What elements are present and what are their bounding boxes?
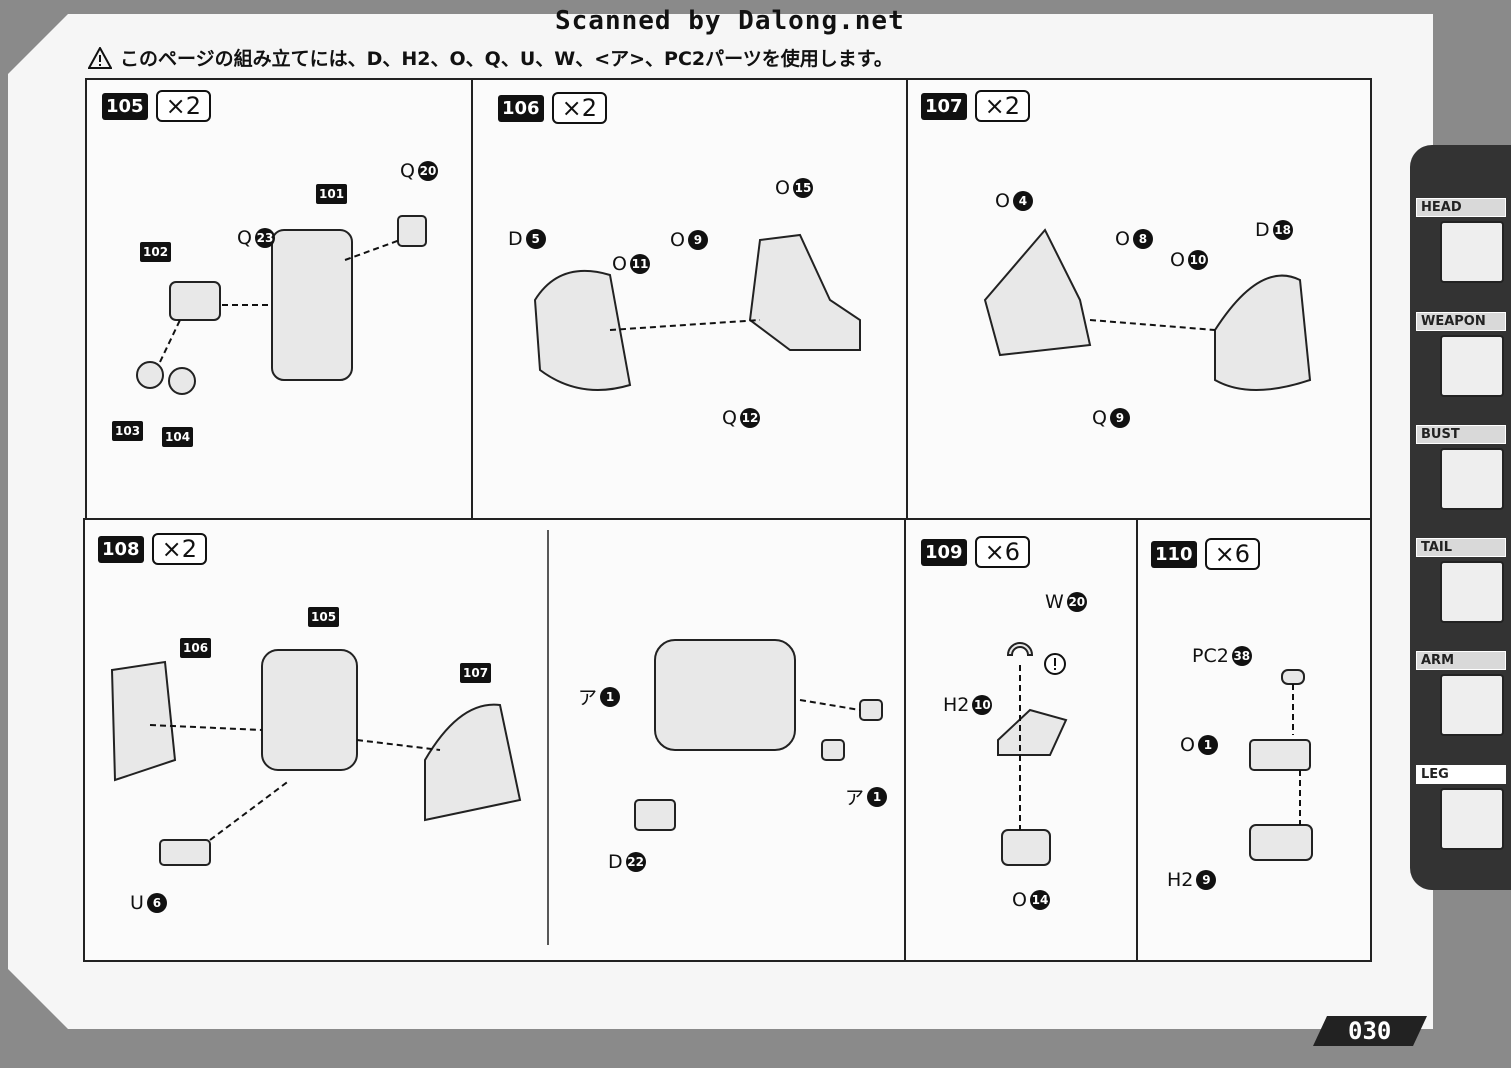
- small-part: [634, 799, 676, 831]
- multiplier-badge: ×6: [1204, 538, 1260, 570]
- sidebar-item-label: WEAPON: [1416, 312, 1506, 331]
- step-108-header: 108 ×2: [98, 533, 207, 565]
- claw-part: [997, 708, 1068, 756]
- step-number: 110: [1151, 540, 1197, 568]
- multiplier-badge: ×6: [974, 536, 1030, 568]
- subassembly-tag: 102: [140, 242, 172, 262]
- scan-credit: Scanned by Dalong.net: [555, 6, 905, 36]
- sidebar-item-label: BUST: [1416, 425, 1506, 444]
- armor-part: [110, 660, 177, 782]
- parts-warning: このページの組み立てには、D、H2、O、Q、U、W、<ア>、PC2パーツを使用し…: [88, 44, 893, 71]
- cap-part: [1281, 669, 1305, 685]
- sidebar-item-leg[interactable]: LEG: [1416, 765, 1506, 850]
- arm-icon: [1440, 674, 1504, 736]
- subassembly-tag: 105: [308, 607, 340, 627]
- warning-icon: [88, 46, 112, 69]
- head-icon: [1440, 221, 1504, 283]
- subassembly-tag: 106: [180, 638, 212, 658]
- sidebar-item-arm[interactable]: ARM: [1416, 651, 1506, 736]
- tail-icon: [1440, 561, 1504, 623]
- sidebar-item-head[interactable]: HEAD: [1416, 198, 1506, 283]
- cylinder-part: [821, 739, 845, 761]
- armor-part: [424, 703, 522, 822]
- sidebar-item-label: LEG: [1416, 765, 1506, 784]
- sidebar-item-tail[interactable]: TAIL: [1416, 538, 1506, 623]
- multiplier-badge: ×2: [155, 90, 211, 122]
- step-107-header: 107 ×2: [921, 90, 1030, 122]
- multiplier-badge: ×2: [551, 92, 607, 124]
- armor-part: [533, 269, 632, 391]
- subassembly-tag: 107: [460, 663, 492, 683]
- multiplier-badge: ×2: [151, 533, 207, 565]
- warning-text: このページの組み立てには、D、H2、O、Q、U、W、<ア>、PC2パーツを使用し…: [120, 48, 893, 70]
- sidebar-item-label: HEAD: [1416, 198, 1506, 217]
- step-number: 109: [921, 538, 967, 566]
- plate-part: [1249, 824, 1313, 861]
- multiplier-badge: ×2: [974, 90, 1030, 122]
- leg-assembly: [654, 639, 796, 751]
- cap-part: [397, 215, 427, 247]
- caution-icon: [1044, 653, 1066, 675]
- sidebar-item-bust[interactable]: BUST: [1416, 425, 1506, 510]
- sidebar-item-label: TAIL: [1416, 538, 1506, 557]
- subassembly-tag: 101: [316, 184, 348, 204]
- claw-base-part: [1001, 829, 1051, 866]
- step-109-header: 109 ×6: [921, 536, 1030, 568]
- step-105-header: 105 ×2: [102, 90, 211, 122]
- page-number: 030: [1313, 1016, 1427, 1046]
- ball-part: [136, 361, 164, 389]
- subassembly-tag: 103: [112, 421, 144, 441]
- step-110-header: 110 ×6: [1151, 538, 1260, 570]
- armor-part: [748, 233, 861, 351]
- ball-part: [168, 367, 196, 395]
- joint-part: [169, 281, 221, 321]
- plate-part: [1249, 739, 1311, 771]
- step-number: 106: [498, 94, 544, 122]
- cylinder-part: [859, 699, 883, 721]
- armor-part: [983, 228, 1092, 357]
- claw-part: [1006, 642, 1034, 656]
- sidebar-item-weapon[interactable]: WEAPON: [1416, 312, 1506, 397]
- bust-icon: [1440, 448, 1504, 510]
- step-number: 105: [102, 92, 148, 120]
- small-part: [159, 839, 211, 866]
- subassembly-tag: 104: [162, 427, 194, 447]
- sidebar-item-label: ARM: [1416, 651, 1506, 670]
- step-106-header: 106 ×2: [498, 92, 607, 124]
- step-number: 107: [921, 92, 967, 120]
- step-number: 108: [98, 535, 144, 563]
- armor-part: [1214, 274, 1312, 391]
- leg-frame-part: [271, 229, 353, 381]
- weapon-icon: [1440, 335, 1504, 397]
- leg-frame-part: [261, 649, 358, 771]
- leg-icon: [1440, 788, 1504, 850]
